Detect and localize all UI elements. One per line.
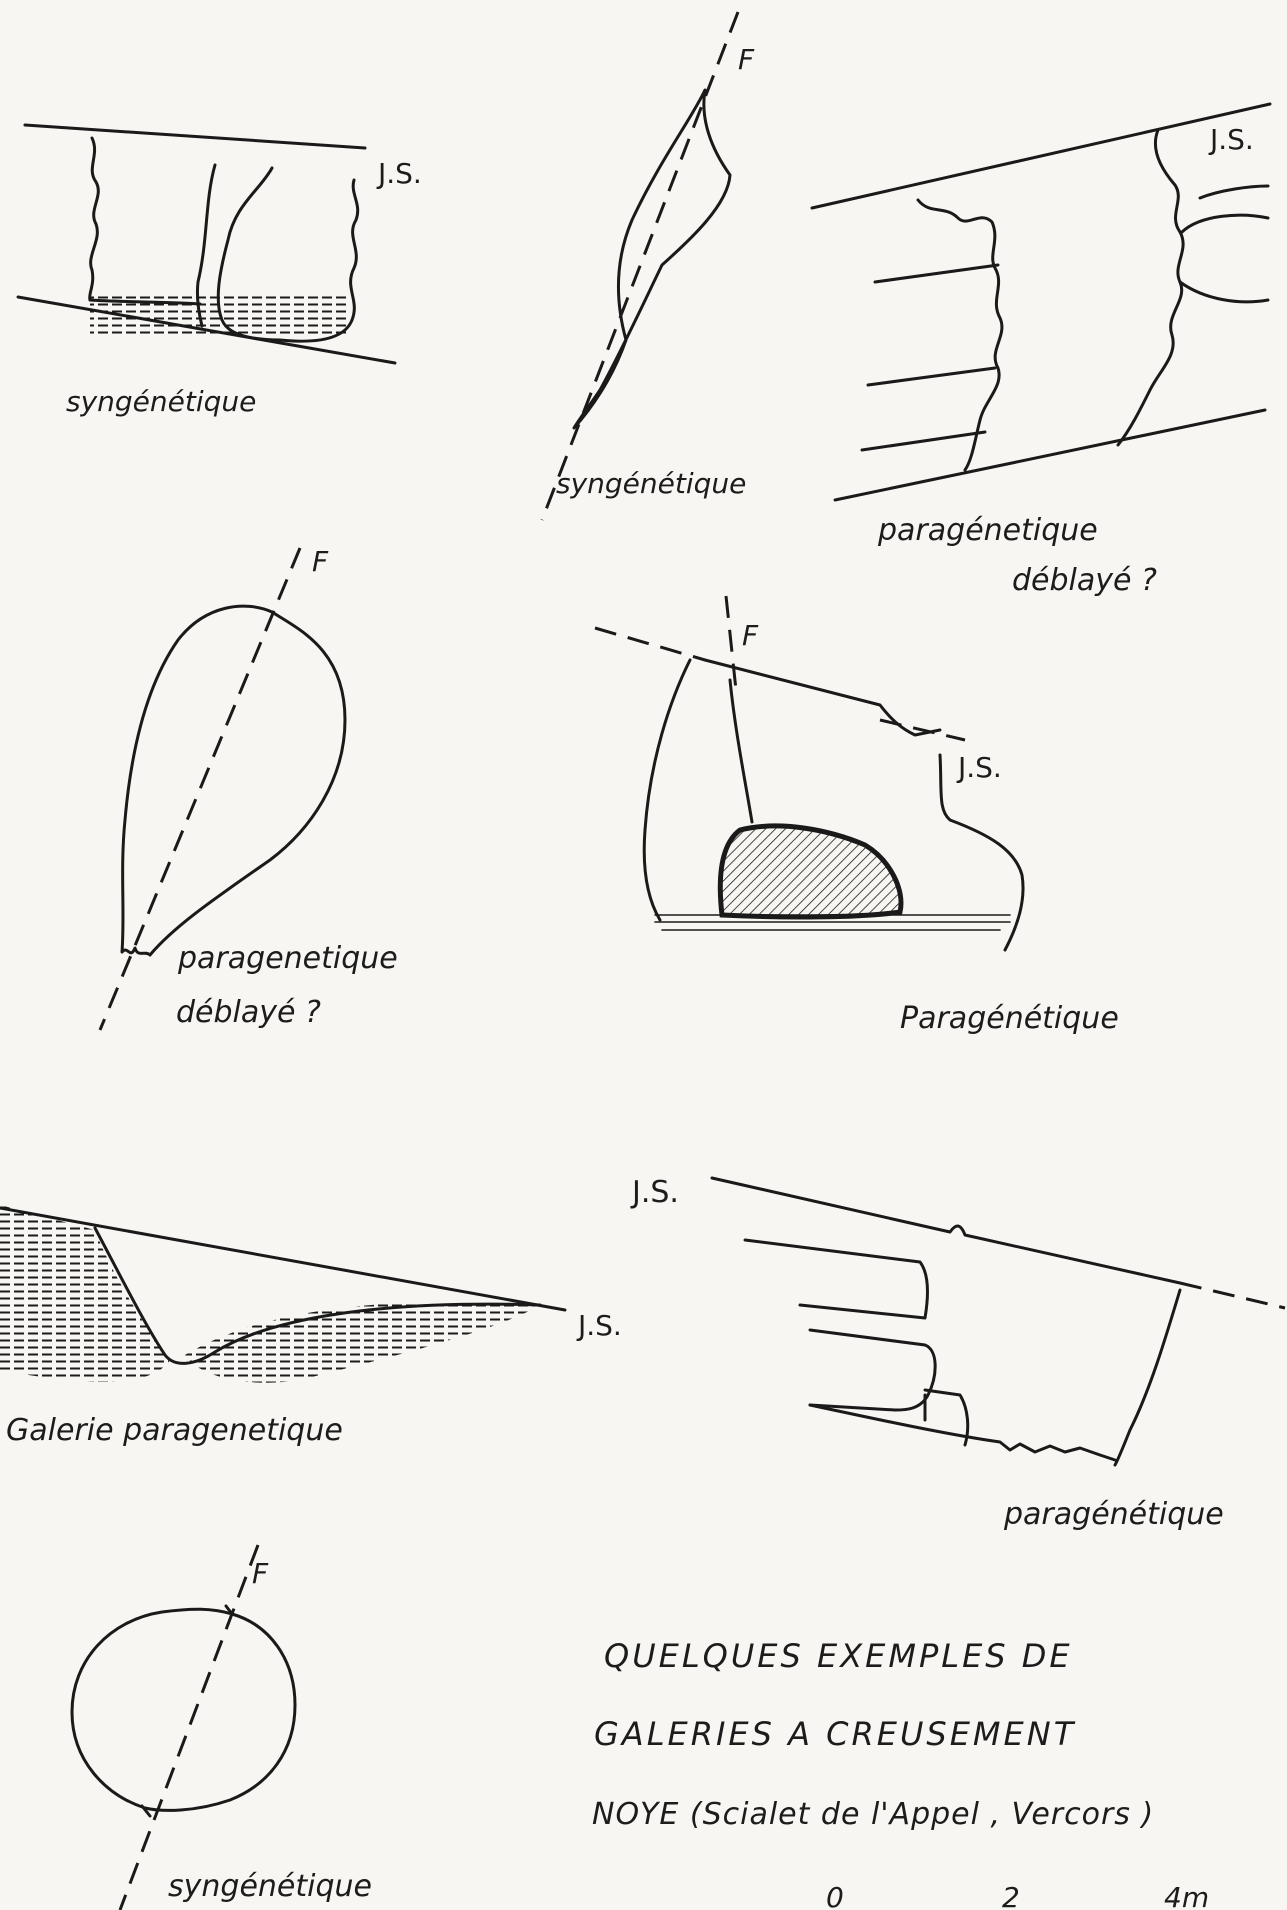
label-js-fig1: J.S. [378, 160, 422, 188]
label-f-fig5: F [742, 622, 758, 650]
label-js-fig3: J.S. [1210, 126, 1254, 154]
sediment-fill [720, 826, 901, 917]
label-paragenetique-fig7: paragénétique [1004, 1500, 1224, 1530]
label-deblaye-fig4: déblayé ? [176, 998, 321, 1028]
channel-right-wall [351, 180, 358, 320]
block-upper [745, 1240, 927, 1318]
rough-wall-left [918, 200, 1002, 470]
rough-wall-right [1118, 130, 1183, 445]
bedding-bottom [835, 410, 1265, 500]
ledge-1 [875, 265, 998, 282]
bedding-top [25, 125, 365, 148]
fig-paragenetique-stepped [812, 104, 1270, 500]
label-paragenetique-fig3: paragénetique [878, 516, 1098, 546]
label-syngenetique-fig1: syngénétique [66, 388, 256, 416]
title-line-3: NOYE (Scialet de l'Appel , Vercors ) [592, 1800, 1154, 1830]
fig-paragenetique-blocks [712, 1178, 1285, 1465]
teardrop-shape [122, 606, 345, 955]
fault-interior [730, 680, 752, 822]
fig-syngenetique-circle [72, 1545, 295, 1910]
label-f-fig8: F [252, 1560, 268, 1588]
bedding-top [712, 1178, 1180, 1283]
block-middle [810, 1330, 935, 1410]
label-f-fig2: F [738, 46, 754, 74]
galerie-fill-left [0, 1205, 170, 1382]
bedding-dashed [1180, 1283, 1285, 1308]
scale-tick-0: 0 [826, 1884, 844, 1910]
label-galerie-paragenetique: Galerie paragenetique [6, 1416, 343, 1446]
right-wall [1115, 1290, 1180, 1465]
title-line-1: QUELQUES EXEMPLES DE [604, 1640, 1073, 1672]
bedding-top [812, 104, 1270, 208]
bedding-top [705, 660, 940, 735]
scale-tick-4m: 4m [1164, 1884, 1209, 1910]
bedding-dashed-right [880, 720, 965, 740]
fault-line [726, 596, 736, 690]
ledge-2 [868, 368, 995, 385]
label-js-fig6: J.S. [578, 1312, 622, 1340]
fig-galerie-paragenetique [0, 1205, 565, 1383]
circle-tube [72, 1609, 295, 1810]
label-deblaye-fig3: déblayé ? [1012, 566, 1157, 596]
label-syngenetique-fig2: syngénétique [556, 470, 746, 498]
floor-rough [810, 1405, 1115, 1460]
gallery-right-wall [940, 755, 1023, 950]
label-js-fig7: J.S. [632, 1178, 679, 1208]
label-paragenetique-fig4: paragenetique [178, 944, 398, 974]
fault-line [120, 1545, 258, 1910]
galerie-fill-right [185, 1302, 540, 1383]
block-right-3 [1200, 186, 1268, 198]
block-right-1 [1182, 215, 1268, 232]
gallery-left-wall [644, 660, 690, 920]
label-paragenetique-fig5: Paragénétique [900, 1004, 1119, 1034]
label-js-fig5: J.S. [958, 754, 1002, 782]
title-line-2: GALERIES A CREUSEMENT [594, 1718, 1076, 1750]
fig-syngenetique-bedding [18, 125, 395, 363]
channel-left-wall [90, 138, 99, 300]
fault-line [542, 12, 738, 520]
fig-syngenetique-fault [542, 12, 738, 520]
label-f-fig4: F [312, 548, 328, 576]
bedding-dashed [595, 628, 705, 660]
label-syngenetique-fig8: syngénétique [168, 1872, 372, 1902]
block-right-2 [1180, 282, 1268, 302]
ledge-3 [862, 432, 985, 450]
scale-tick-2: 2 [1002, 1884, 1020, 1910]
